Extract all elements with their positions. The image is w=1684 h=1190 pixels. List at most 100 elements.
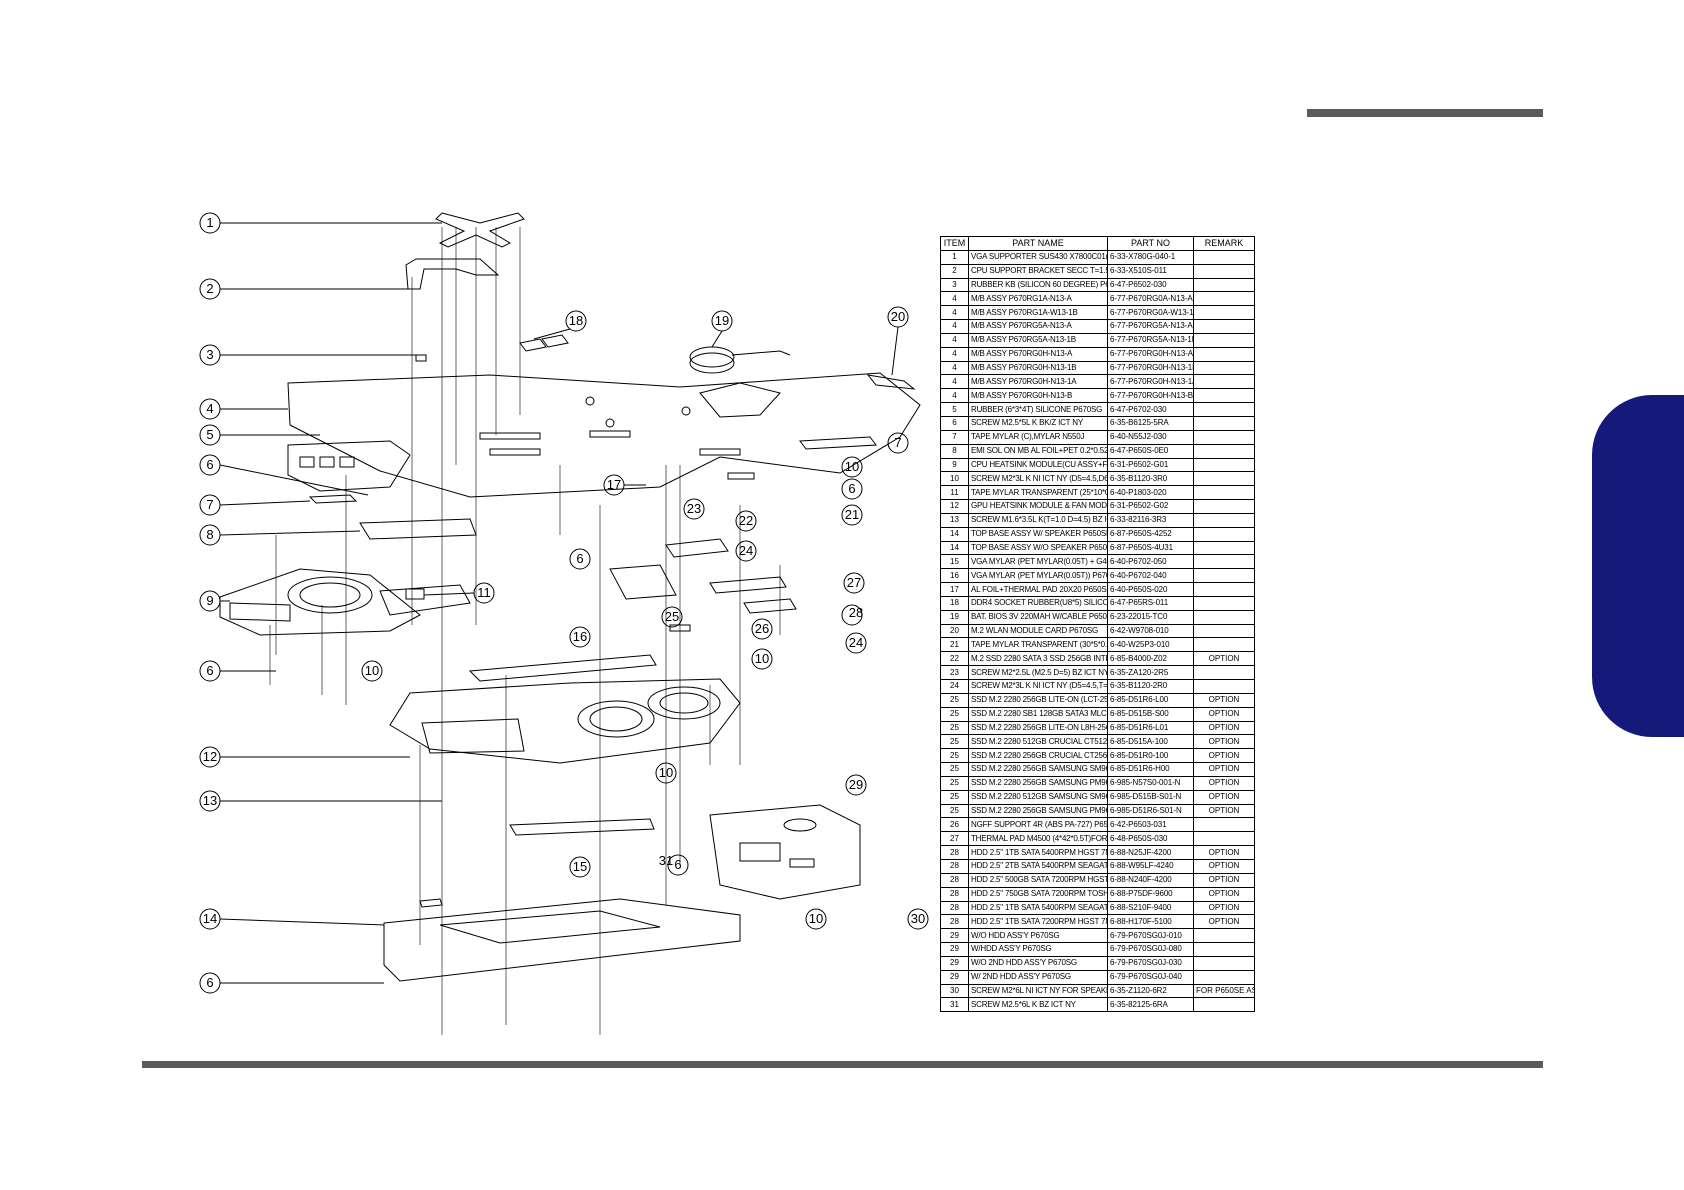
svg-text:22: 22 bbox=[739, 513, 753, 528]
remark-cell bbox=[1193, 637, 1255, 653]
part-name-cell: SCREW M2.5*5L K BK/Z ICT NY bbox=[968, 415, 1108, 431]
item-cell: 25 bbox=[940, 692, 969, 708]
part-no-cell: 6-48-P650S-030 bbox=[1107, 831, 1194, 847]
svg-text:23: 23 bbox=[687, 501, 701, 516]
part-no-cell: 6-33-82116-3R3 bbox=[1107, 512, 1194, 528]
remark-cell bbox=[1193, 277, 1255, 293]
part-no-cell: 6-85-D51R0-100 bbox=[1107, 748, 1194, 764]
part-name-cell: CPU SUPPORT BRACKET SECC T=1.5 P650HP bbox=[968, 263, 1108, 279]
remark-cell bbox=[1193, 609, 1255, 625]
part-name-cell: TOP BASE ASSY W/O SPEAKER P650SE bbox=[968, 540, 1108, 556]
svg-text:30: 30 bbox=[911, 911, 925, 926]
part-top-base bbox=[383, 898, 741, 982]
remark-cell bbox=[1193, 512, 1255, 528]
item-cell: 22 bbox=[940, 651, 969, 667]
item-cell: 24 bbox=[940, 679, 969, 694]
part-name-cell: DDR4 SOCKET RUBBER(U8*5) SILICONE P650HP bbox=[968, 595, 1108, 611]
item-cell: 30 bbox=[940, 983, 969, 999]
part-name-cell: VGA MYLAR (PET MYLAR(0.05T)) P670SE bbox=[968, 568, 1108, 584]
part-no-cell: 6-985-D51R6-S01-N bbox=[1107, 803, 1194, 819]
part-name-cell: W/ 2ND HDD ASS'Y P670SG bbox=[968, 969, 1108, 985]
part-no-cell: 6-87-P650S-4252 bbox=[1107, 526, 1194, 542]
svg-text:26: 26 bbox=[755, 621, 769, 636]
part-no-cell: 6-79-P670SG0J-030 bbox=[1107, 955, 1194, 971]
part-name-cell: M.2 SSD 2280 SATA 3 SSD 256GB INTEL SSD … bbox=[968, 651, 1108, 667]
remark-cell: OPTION bbox=[1193, 706, 1255, 722]
part-no-cell: 6-85-D515B-S00 bbox=[1107, 706, 1194, 722]
item-cell: 2 bbox=[940, 263, 969, 279]
svg-text:31: 31 bbox=[659, 853, 673, 868]
item-cell: 5 bbox=[940, 402, 969, 417]
part-name-cell: SCREW M2*3L K NI ICT NY (D5=4.5,T=0.5) bbox=[968, 679, 1108, 694]
remark-cell bbox=[1193, 457, 1255, 473]
part-name-cell: M.2 WLAN MODULE CARD P670SG bbox=[968, 623, 1108, 639]
part-no-cell: 6-77-P670RG0A-W13-1B bbox=[1107, 305, 1194, 321]
part-no-cell: 6-35-B1120-3R0 bbox=[1107, 471, 1194, 487]
part-no-cell: 6-35-82125-6RA bbox=[1107, 997, 1194, 1013]
item-cell: 4 bbox=[940, 305, 969, 321]
part-name-cell: AL FOIL+THERMAL PAD 20X20 P650SE bbox=[968, 582, 1108, 597]
svg-text:10: 10 bbox=[845, 459, 859, 474]
part-no-cell: 6-88-W95LF-4240 bbox=[1107, 858, 1194, 874]
item-cell: 4 bbox=[940, 332, 969, 348]
part-no-cell: 6-35-Z1120-6R2 bbox=[1107, 983, 1194, 999]
part-no-cell: 6-40-P650S-020 bbox=[1107, 582, 1194, 597]
item-cell: 29 bbox=[940, 955, 969, 971]
svg-text:3: 3 bbox=[206, 347, 213, 362]
part-name-cell: EMI SOL ON MB AL FOIL+PET 0.2*0.52 P650S… bbox=[968, 443, 1108, 459]
part-name-cell: HDD 2.5" 1TB SATA 5400RPM SEAGATE 7MM SE… bbox=[968, 900, 1108, 916]
remark-cell bbox=[1193, 595, 1255, 611]
svg-text:20: 20 bbox=[891, 309, 905, 324]
remark-cell: OPTION bbox=[1193, 803, 1255, 819]
part-no-cell: 6-88-P75DF-9600 bbox=[1107, 886, 1194, 902]
svg-text:6: 6 bbox=[576, 551, 583, 566]
svg-text:2: 2 bbox=[206, 281, 213, 296]
part-name-cell: HDD 2.5" 2TB SATA 5400RPM SEAGATE 9.5MM … bbox=[968, 858, 1108, 874]
svg-text:18: 18 bbox=[569, 313, 583, 328]
remark-cell bbox=[1193, 415, 1255, 431]
remark-cell bbox=[1193, 499, 1255, 514]
part-name-cell: SSD M.2 2280 512GB SAMSUNG SM961 NVME PC… bbox=[968, 789, 1108, 805]
part-no-cell: 6-77-P670RG0H-N13-A bbox=[1107, 346, 1194, 362]
item-cell: 26 bbox=[940, 817, 969, 833]
item-cell: 29 bbox=[940, 928, 969, 944]
item-cell: 3 bbox=[940, 277, 969, 293]
remark-cell bbox=[1193, 485, 1255, 501]
part-no-cell: 6-77-P670RG5A-N13-1B bbox=[1107, 332, 1194, 348]
part-cpu-heatsink bbox=[219, 568, 471, 636]
part-name-cell: VGA SUPPORTER SUS430 X7800C01(SHIELD) X7… bbox=[968, 249, 1108, 265]
exploded-view-drawing: 1 2 3 4 5 6 7 8 9 10 11 12 13 6 14 6 18 … bbox=[199, 212, 929, 1035]
remark-cell bbox=[1193, 374, 1255, 390]
callout-labels: 1 2 3 4 5 6 7 8 9 10 11 12 13 6 14 6 18 … bbox=[203, 215, 925, 990]
remark-cell bbox=[1193, 540, 1255, 556]
item-cell: 25 bbox=[940, 762, 969, 777]
part-name-cell: TAPE MYLAR (C),MYLAR N550J bbox=[968, 429, 1108, 445]
item-cell: 28 bbox=[940, 845, 969, 860]
part-name-cell: W/HDD ASS'Y P670SG bbox=[968, 942, 1108, 957]
part-no-cell: 6-77-P670RG0H-N13-1A bbox=[1107, 374, 1194, 390]
item-cell: 19 bbox=[940, 609, 969, 625]
part-no-cell: 6-33-X510S-011 bbox=[1107, 263, 1194, 279]
remark-cell: OPTION bbox=[1193, 789, 1255, 805]
remark-cell: OPTION bbox=[1193, 845, 1255, 860]
part-name-cell: NGFF SUPPORT 4R (ABS PA-727) P650SE bbox=[968, 817, 1108, 833]
remark-cell bbox=[1193, 969, 1255, 985]
part-name-cell: RUBBER KB (SILICON 60 DEGREE) P650SE bbox=[968, 277, 1108, 293]
svg-text:6: 6 bbox=[206, 457, 213, 472]
